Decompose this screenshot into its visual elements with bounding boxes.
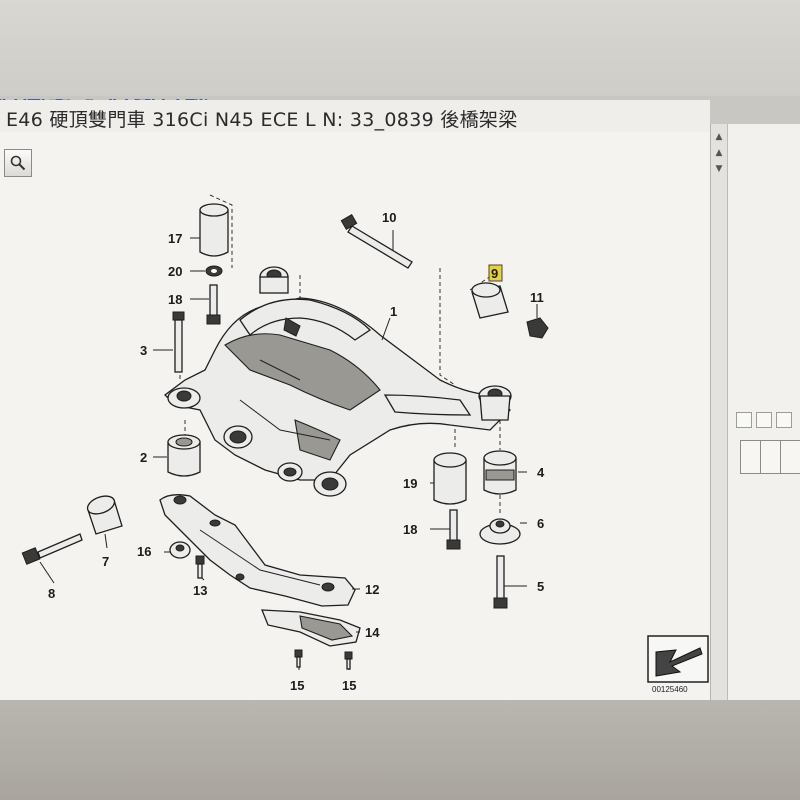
part-3-long-bolt[interactable] (172, 311, 185, 373)
part-5-bolt[interactable] (493, 555, 508, 609)
part-10-long-bolt[interactable] (340, 213, 413, 269)
callout-9[interactable]: 9 (491, 266, 498, 281)
callout-1[interactable]: 1 (390, 304, 397, 319)
part-18-bolt-lower[interactable] (446, 509, 461, 550)
part-15-screw-b[interactable] (344, 651, 353, 670)
callout-11[interactable]: 11 (530, 290, 544, 305)
callout-3[interactable]: 3 (140, 343, 147, 358)
diagram-title: E46 硬頂雙門車 316Ci N45 ECE L N: 33_0839 後橋架… (6, 109, 518, 131)
part-4-bushing[interactable] (483, 450, 517, 495)
part-9-bushing[interactable] (471, 282, 509, 319)
callout-20[interactable]: 20 (168, 264, 182, 279)
scroll-down-icon[interactable]: ▼ (715, 164, 723, 174)
part-17-bushing[interactable] (199, 203, 229, 257)
screen-top-area (0, 0, 800, 96)
part-6-cone-washer[interactable] (479, 518, 521, 545)
highlight-marker-9 (488, 264, 503, 282)
part-8-bolt[interactable] (21, 533, 83, 565)
callout-10[interactable]: 10 (382, 210, 396, 225)
callout-15-b[interactable]: 15 (342, 678, 356, 693)
callout-15-a[interactable]: 15 (290, 678, 304, 693)
zoom-button[interactable] (4, 149, 32, 177)
guide-line-17 (209, 194, 233, 268)
diagram-scrollbar[interactable]: ▲ ▲ ▼ (710, 124, 727, 700)
leader-lines (39, 230, 538, 670)
side-panel-button-3[interactable] (776, 412, 792, 428)
part-18-bolt-upper[interactable] (206, 284, 221, 325)
parts-diagram: 17 20 18 3 10 1 9 11 2 19 4 18 6 5 7 8 1… (21, 194, 709, 694)
side-panel-button[interactable] (736, 412, 752, 428)
part-7-bushing[interactable] (85, 493, 123, 535)
callout-16[interactable]: 16 (137, 544, 151, 559)
callout-17[interactable]: 17 (168, 231, 182, 246)
scroll-up-icon-2[interactable]: ▲ (715, 148, 723, 158)
part-1-rear-axle-carrier[interactable] (164, 266, 512, 497)
part-16-nut[interactable] (169, 541, 191, 559)
side-panel-button-2[interactable] (756, 412, 772, 428)
part-20-washer[interactable] (205, 265, 223, 277)
part-12-bracket[interactable] (159, 494, 356, 607)
diagram-title-bar: E46 硬頂雙門車 316Ci N45 ECE L N: 33_0839 後橋架… (0, 100, 710, 133)
callout-5[interactable]: 5 (537, 579, 544, 594)
part-13-screw[interactable] (195, 555, 205, 579)
callout-8[interactable]: 8 (48, 586, 55, 601)
callout-6[interactable]: 6 (537, 516, 544, 531)
callout-18-lower[interactable]: 18 (403, 522, 417, 537)
callout-13[interactable]: 13 (193, 583, 207, 598)
part-14-heat-shield[interactable] (261, 609, 361, 647)
part-19-bushing[interactable] (433, 452, 467, 505)
part-15-screw-a[interactable] (294, 649, 303, 668)
side-panel-grid[interactable] (740, 440, 800, 474)
callout-2[interactable]: 2 (140, 450, 147, 465)
callout-18-upper[interactable]: 18 (168, 292, 182, 307)
guide-line-9 (439, 268, 456, 386)
callout-4[interactable]: 4 (537, 465, 545, 480)
callout-14[interactable]: 14 (365, 625, 380, 640)
diagram-id: 00125460 (652, 685, 688, 694)
magnifier-icon (10, 155, 26, 171)
screen-bottom-area (0, 700, 800, 800)
arrow-down-left-icon (655, 647, 703, 677)
part-11-nut[interactable] (526, 317, 549, 339)
callout-19[interactable]: 19 (403, 476, 417, 491)
diagram-nav-button[interactable] (647, 635, 709, 683)
callout-12[interactable]: 12 (365, 582, 379, 597)
scroll-up-icon[interactable]: ▲ (715, 132, 723, 142)
part-2-bushing[interactable] (167, 434, 201, 477)
callout-7[interactable]: 7 (102, 554, 109, 569)
